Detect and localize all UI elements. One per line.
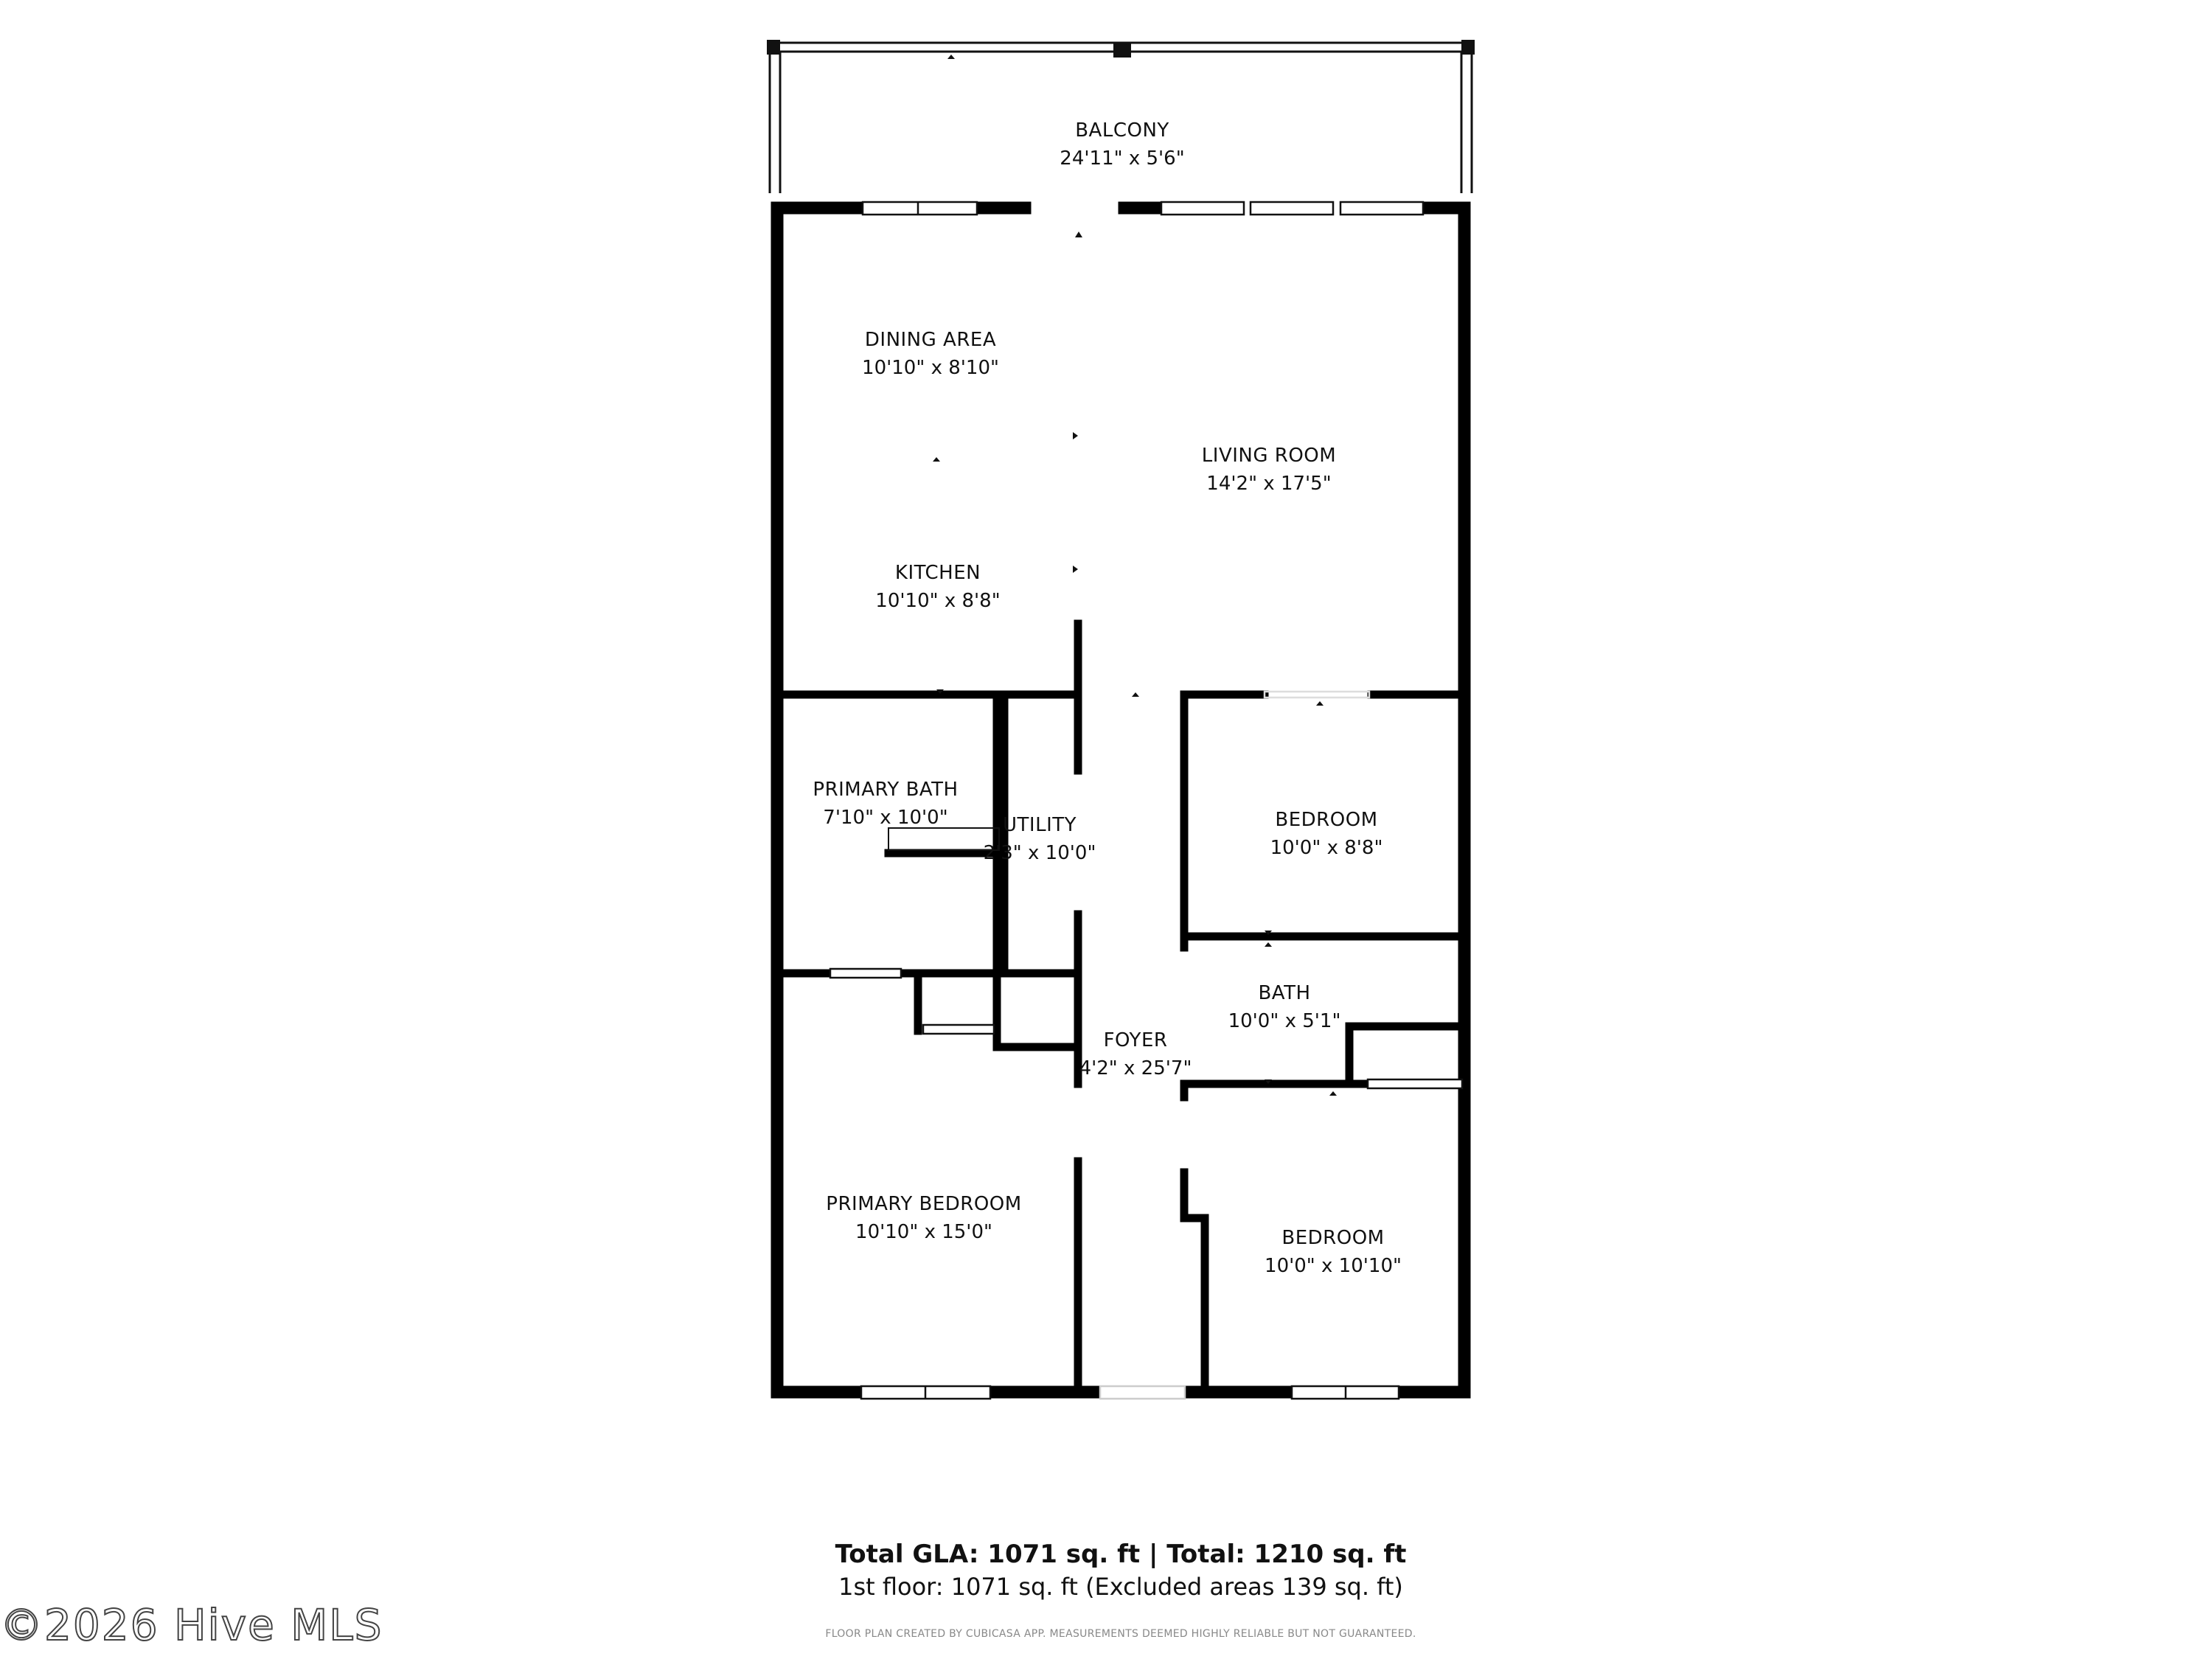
room-dimensions: 10'10" x 15'0" <box>855 1221 992 1243</box>
room-name: DINING AREA <box>864 329 997 351</box>
room-dimensions: 4'2" x 25'7" <box>1079 1057 1192 1079</box>
room-name: BEDROOM <box>1275 809 1378 831</box>
watermark: ©2026 Hive MLS <box>0 1599 383 1651</box>
room-dimensions: 14'2" x 17'5" <box>1206 473 1332 495</box>
room-label-balcony: BALCONY 24'11" x 5'6" <box>1060 119 1184 170</box>
room-dimensions: 10'10" x 8'10" <box>862 357 999 379</box>
room-label-foyer: FOYER 4'2" x 25'7" <box>1079 1029 1192 1079</box>
room-name: FOYER <box>1103 1029 1168 1051</box>
room-label-primary-bath: PRIMARY BATH 7'10" x 10'0" <box>813 779 958 829</box>
room-label-primary-bedroom: PRIMARY BEDROOM 10'10" x 15'0" <box>826 1193 1021 1243</box>
balcony-railing <box>768 41 1473 193</box>
room-dimensions: 7'10" x 10'0" <box>823 807 948 829</box>
room-name: UTILITY <box>1003 814 1077 836</box>
windows <box>829 201 1464 1400</box>
room-dimensions: 10'10" x 8'8" <box>875 590 1001 612</box>
room-name: BALCONY <box>1075 119 1169 142</box>
room-name: BEDROOM <box>1281 1227 1385 1249</box>
door-markers <box>933 55 1337 1096</box>
floor-area-summary: 1st floor: 1071 sq. ft (Excluded areas 1… <box>838 1573 1403 1601</box>
room-label-dining-area: DINING AREA 10'10" x 8'10" <box>862 329 999 379</box>
room-label-kitchen: KITCHEN 10'10" x 8'8" <box>875 562 1000 612</box>
room-name: KITCHEN <box>894 562 981 584</box>
room-name: PRIMARY BEDROOM <box>826 1193 1022 1215</box>
room-name: BATH <box>1258 982 1311 1004</box>
room-dimensions: 10'0" x 10'10" <box>1265 1255 1402 1277</box>
room-label-bedroom-2: BEDROOM 10'0" x 10'10" <box>1265 1227 1402 1277</box>
room-dimensions: 24'11" x 5'6" <box>1060 147 1185 170</box>
total-area-summary: Total GLA: 1071 sq. ft | Total: 1210 sq.… <box>835 1540 1407 1569</box>
room-name: PRIMARY BATH <box>813 779 959 801</box>
disclaimer: FLOOR PLAN CREATED BY CUBICASA APP. MEAS… <box>825 1628 1416 1640</box>
room-dimensions: 10'0" x 8'8" <box>1270 837 1383 859</box>
balcony-post <box>767 40 780 55</box>
room-dimensions: 10'0" x 5'1" <box>1228 1010 1341 1032</box>
closet-shelf <box>888 827 1000 851</box>
room-label-bedroom: BEDROOM 10'0" x 8'8" <box>1270 809 1383 859</box>
room-name: LIVING ROOM <box>1201 445 1337 467</box>
balcony-post <box>1461 40 1475 55</box>
room-label-living-room: LIVING ROOM 14'2" x 17'5" <box>1202 445 1336 495</box>
room-label-utility: UTILITY 2'3" x 10'0" <box>984 814 1096 864</box>
balcony-post <box>1113 43 1131 58</box>
room-dimensions: 2'3" x 10'0" <box>983 842 1096 864</box>
interior-walls <box>773 619 1469 1397</box>
room-label-bath: BATH 10'0" x 5'1" <box>1228 982 1341 1032</box>
